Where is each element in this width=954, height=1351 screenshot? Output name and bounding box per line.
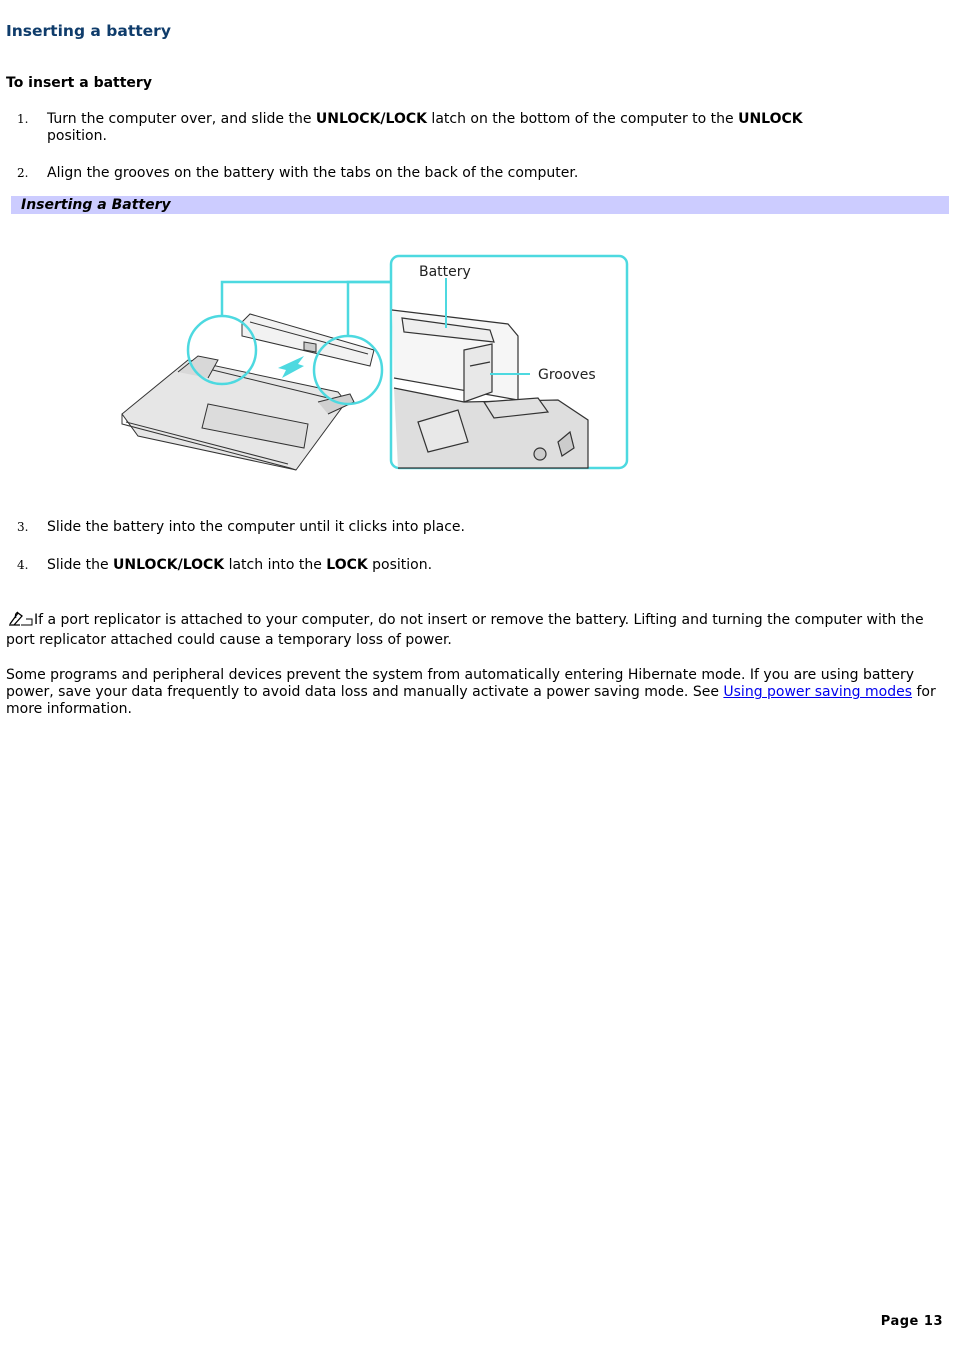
paragraph-text: for more information. — [6, 684, 936, 717]
text-segment: Turn the computer over, and slide the — [47, 111, 316, 127]
text-segment: Slide the — [47, 557, 114, 573]
step-text: Turn the computer over, and slide the UN… — [47, 111, 927, 145]
figure-caption-bar: Inserting a Battery — [11, 196, 949, 214]
step-text: Slide the battery into the computer unti… — [47, 519, 465, 535]
note-pen-icon — [6, 610, 34, 632]
paragraph-text: Some programs and peripheral devices pre… — [6, 667, 915, 700]
illustration-svg: Battery Grooves — [121, 254, 629, 471]
note-block: If a port replicator is attached to your… — [6, 610, 946, 649]
step-text: Align the grooves on the battery with th… — [47, 165, 579, 181]
note-text: If a port replicator is attached to your… — [6, 612, 924, 648]
bold-term: LOCK — [326, 557, 368, 573]
using-power-saving-modes-link[interactable]: Using power saving modes — [723, 684, 913, 700]
bold-term: UNLOCK/LOCK — [113, 557, 225, 573]
hibernate-paragraph: Some programs and peripheral devices pre… — [6, 667, 946, 718]
battery-insertion-illustration: Battery Grooves — [118, 252, 630, 474]
step-number: 2. — [17, 166, 29, 180]
page-number: Page 13 — [880, 1314, 943, 1329]
figure-caption: Inserting a Battery — [21, 197, 171, 213]
bold-term: UNLOCK/LOCK — [315, 111, 427, 127]
text-segment: latch into the — [224, 557, 327, 573]
step-number: 3. — [17, 520, 29, 534]
bold-term: UNLOCK — [738, 111, 803, 127]
page-title: Inserting a battery — [6, 22, 171, 40]
battery-label: Battery — [419, 264, 471, 280]
procedure-heading: To insert a battery — [6, 75, 152, 91]
step-number: 4. — [17, 558, 29, 572]
text-segment: position. — [47, 128, 107, 144]
step-number: 1. — [17, 112, 29, 126]
step-text: Slide the UNLOCK/LOCK latch into the LOC… — [47, 557, 927, 574]
text-segment: latch on the bottom of the computer to t… — [426, 111, 739, 127]
grooves-label: Grooves — [538, 367, 596, 383]
text-segment: position. — [367, 557, 433, 573]
